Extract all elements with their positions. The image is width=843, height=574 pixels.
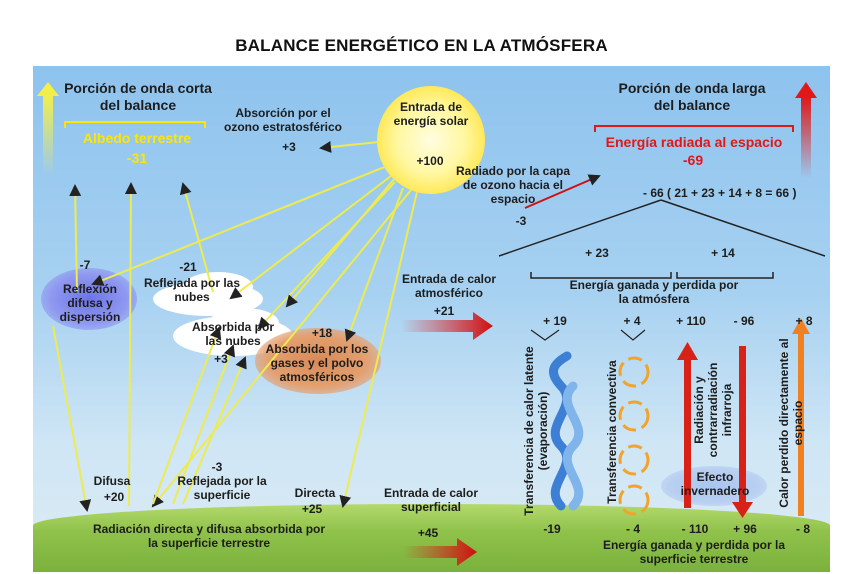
radiation-up-arrow — [677, 342, 698, 508]
gas-absorbed-label: Absorbida por los gases y el polvo atmos… — [265, 342, 369, 384]
atm-heat-arrow — [401, 312, 493, 340]
sun — [377, 86, 485, 194]
cloud-reflected-value: -21 — [179, 260, 197, 274]
albedo-up-arrow — [37, 82, 59, 176]
brace-14 — [676, 272, 774, 279]
diffuse-reflection-value: -7 — [79, 258, 91, 272]
longwave-triangle — [498, 199, 826, 257]
surface-heat-input-label: Entrada de calor superficial — [383, 486, 479, 514]
flux-bottom-radiation: - 110 — [681, 522, 709, 536]
surface-reflected-value: -3 — [211, 460, 223, 474]
greenhouse-blob — [661, 466, 767, 506]
arrows-layer — [37, 82, 826, 566]
diagram-title: BALANCE ENERGÉTICO EN LA ATMÓSFERA — [235, 36, 608, 55]
radiated-label: Energía radiada al espacio — [605, 134, 783, 150]
flux-top-counter: - 96 — [733, 314, 755, 328]
albedo-label: Albedo terrestre — [82, 130, 192, 146]
direct-label: Directa — [294, 486, 336, 500]
lost-up-arrow — [792, 318, 810, 516]
ground — [33, 504, 830, 572]
surface-energy-label: Energía ganada y perdida por la superfic… — [602, 538, 786, 566]
latent-vertical-label: Transferencia de calor latente (evaporac… — [522, 346, 550, 516]
diffuse-label: Difusa — [93, 474, 131, 488]
convective-vertical-label: Transferencia convectiva — [605, 360, 619, 504]
counter-down-arrow — [732, 346, 753, 518]
cloud-reflected-label: Reflejada por las nubes — [143, 276, 241, 304]
surface-reflected-label: Reflejada por la superficie — [177, 474, 267, 502]
surface-heat-arrow — [403, 538, 477, 566]
diffuse-reflection-blob — [41, 268, 137, 330]
flux-top-lost: + 8 — [795, 314, 813, 328]
surface-absorbed-label: Radiación directa y difusa absorbida por… — [92, 522, 326, 550]
latent-split — [530, 329, 560, 341]
gas-dust-blob — [255, 328, 381, 394]
flux-top-radiation: + 110 — [676, 314, 706, 328]
flux-top-convective: + 4 — [623, 314, 641, 328]
cloud-absorbed-value: +3 — [214, 352, 228, 366]
short-wave-heading: Porción de onda corta del balance — [64, 80, 212, 113]
radiation-vertical-label: Radiación y contrarradiación infrarroja — [692, 362, 734, 458]
brace-23 — [530, 272, 672, 279]
ozone-radiated-label: Radiado por la capa de ozono hacia el es… — [455, 164, 571, 206]
flux-bottom-counter: + 96 — [733, 522, 757, 536]
radiated-up-arrow — [795, 82, 817, 178]
radiated-value: -69 — [682, 152, 704, 168]
direct-value: +25 — [301, 502, 323, 516]
convective-loops — [618, 356, 650, 516]
longwave-sum: - 66 ( 21 + 23 + 14 + 8 = 66 ) — [643, 186, 797, 200]
surface-heat-input-value: +45 — [417, 526, 439, 540]
atm-heat-input-value: +21 — [433, 304, 455, 318]
sun-value: +100 — [416, 154, 444, 168]
gas-absorbed-value: +18 — [311, 326, 333, 340]
lost-vertical-label: Calor perdido directamente al espacio — [777, 338, 805, 508]
diffuse-reflection-label: Reflexión difusa y dispersión — [59, 282, 121, 324]
brace-14-value: + 14 — [711, 246, 735, 260]
flux-bottom-latent: -19 — [543, 522, 561, 536]
latent-twist — [549, 351, 584, 511]
diffuse-value: +20 — [103, 490, 125, 504]
ozone-absorption-value: +3 — [282, 140, 296, 154]
flux-top-latent: + 19 — [543, 314, 567, 328]
long-wave-heading: Porción de onda larga del balance — [618, 80, 766, 113]
sun-label: Entrada de energía solar — [393, 100, 469, 128]
albedo-value: -31 — [126, 150, 148, 166]
ozone-radiated-arrow — [524, 174, 601, 209]
atm-heat-input-label: Entrada de calor atmosférico — [401, 272, 497, 300]
ozone-radiated-value: -3 — [515, 214, 527, 228]
flux-bottom-lost: - 8 — [795, 522, 810, 536]
ozone-absorption-label: Absorción por el ozono estratosférico — [223, 106, 343, 134]
cloud-absorbed-label: Absorbida por las nubes — [191, 320, 274, 348]
albedo-bracket — [64, 121, 206, 128]
brace-23-value: + 23 — [585, 246, 609, 260]
greenhouse-label: Efecto invernadero — [680, 470, 750, 498]
diagram-panel: Porción de onda corta del balance Albedo… — [33, 66, 830, 572]
flux-bottom-convective: - 4 — [625, 522, 640, 536]
convective-split — [620, 329, 646, 341]
radiated-bracket — [594, 125, 794, 132]
atm-energy-label: Energía ganada y perdida por la atmósfer… — [569, 278, 739, 306]
